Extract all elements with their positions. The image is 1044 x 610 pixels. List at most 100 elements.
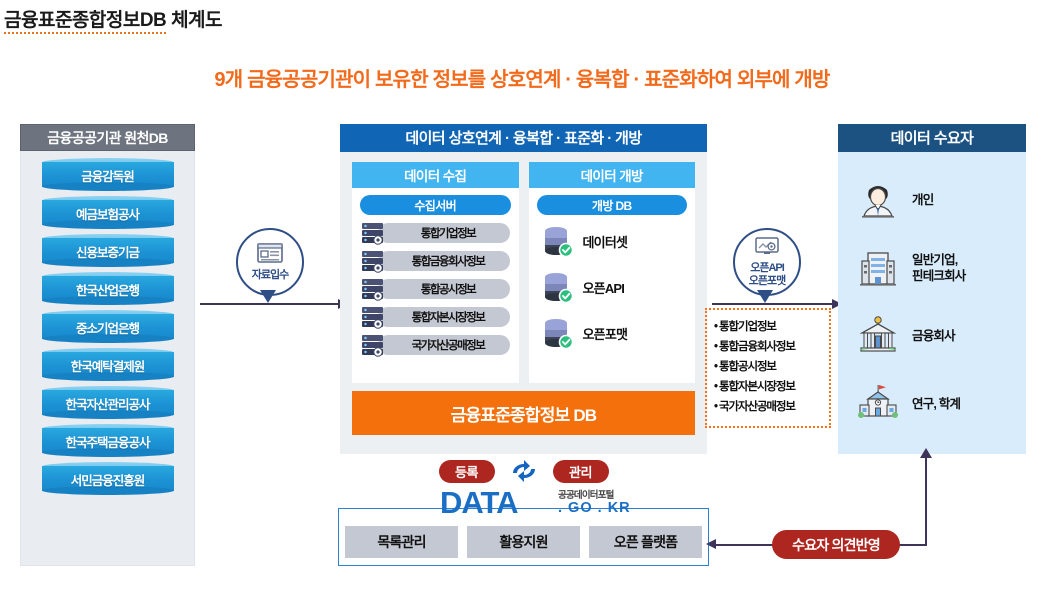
collect-item-label: 국가자산공매정보 — [411, 340, 486, 352]
db-cylinder: 한국자산관리공사 — [41, 386, 174, 419]
server-rack-icon — [360, 221, 386, 245]
db-cylinder: 금융감독원 — [41, 158, 174, 191]
open-item: 오픈포맷 — [537, 313, 688, 353]
arrow-center-to-consumers — [712, 299, 842, 309]
published-dataset-item: 통합공시정보 — [714, 357, 829, 377]
collect-item: 통합공시정보 — [360, 277, 511, 301]
collect-item-bar — [378, 307, 510, 327]
center-panel-body: 데이터 수집 수집서버 — [340, 152, 707, 454]
open-item-label: 오픈API — [582, 280, 625, 296]
feedback-badge: 수요자 의견반영 — [772, 530, 900, 559]
center-panel-header: 데이터 상호연계 · 융복합 · 표준화 · 개방 — [340, 124, 707, 152]
source-db-panel-header: 금융공공기관 원천DB — [20, 124, 195, 151]
arrow-source-to-center — [200, 299, 348, 309]
feedback-arrow-head-left — [706, 539, 716, 549]
db-cylinder: 예금보험공사 — [41, 196, 174, 229]
collect-column: 데이터 수집 수집서버 — [352, 162, 519, 383]
cylinder-bottom — [41, 410, 174, 419]
consumer-label: 일반기업, 핀테크회사 — [912, 252, 966, 284]
consumers-list: 개인 — [838, 152, 1026, 454]
cylinder-bottom — [41, 258, 174, 267]
consumer-label: 금융회사 — [912, 329, 956, 343]
arrow-line — [712, 303, 834, 305]
collect-item-bar — [378, 335, 510, 355]
cylinder-bottom — [41, 486, 174, 495]
open-column-header: 데이터 개방 — [528, 162, 695, 188]
feedback-arrow-vertical — [925, 456, 927, 546]
database-check-icon — [541, 270, 575, 304]
source-db-list: 금융감독원 예금보험공사 신용보증기금 한국산업은행 — [20, 151, 195, 566]
consumer-row: 연구, 학계 — [838, 370, 1026, 438]
collect-item: 통합금융회사정보 — [360, 249, 511, 273]
published-dataset-item: 국가자산공매정보 — [714, 397, 829, 417]
subtitle: 9개 금융공공기관이 보유한 정보를 상호연계 · 융복합 · 표준화하여 외부… — [214, 69, 830, 91]
datago-korean-label: 공공데이터포털 — [558, 490, 614, 501]
db-cylinder: 중소기업은행 — [41, 310, 174, 343]
collect-item: 통합자본시장정보 — [360, 305, 511, 329]
consumer-label-line2: 핀테크회사 — [912, 269, 966, 283]
open-item-label: 데이터셋 — [582, 234, 628, 250]
openapi-badge-line2: 오픈포맷 — [748, 275, 786, 287]
monitor-gear-icon — [755, 237, 779, 261]
cylinder-bottom — [41, 220, 174, 229]
consumer-row: 개인 — [838, 166, 1026, 234]
arrow-line — [200, 303, 340, 305]
page-title: 금융표준종합정보DB 체계도 — [4, 5, 223, 34]
manage-badge: 관리 — [552, 459, 609, 483]
database-check-icon — [541, 224, 575, 258]
center-panel: 데이터 상호연계 · 융복합 · 표준화 · 개방 데이터 수집 수집서버 — [340, 124, 707, 454]
open-column: 데이터 개방 개방 DB — [528, 162, 695, 383]
source-db-panel: 금융공공기관 원천DB 금융감독원 예금보험공사 신용보증기금 — [20, 124, 195, 567]
collect-column-header: 데이터 수집 — [352, 162, 519, 188]
cylinder-bottom — [41, 296, 174, 305]
collect-item-label: 통합자본시장정보 — [411, 312, 486, 324]
server-rack-icon — [360, 333, 386, 357]
register-manage-row: 등록 관리 — [340, 458, 707, 484]
server-rack-icon — [360, 249, 386, 273]
collect-server-pill: 수집서버 — [360, 195, 511, 215]
document-article-icon — [257, 243, 283, 268]
person-icon — [856, 178, 900, 222]
consumer-row: 일반기업, 핀테크회사 — [838, 234, 1026, 302]
collect-item-label: 통합금융회사정보 — [411, 256, 486, 268]
collect-item-bar — [378, 223, 510, 243]
openapi-badge: 오픈API 오픈포맷 — [733, 228, 801, 296]
database-check-icon — [541, 316, 575, 350]
db-cylinder: 한국예탁결제원 — [41, 348, 174, 381]
collect-item-label: 통합기업정보 — [420, 228, 477, 240]
collect-item-bar — [378, 251, 510, 271]
db-cylinder-label: 예금보험공사 — [75, 207, 140, 222]
cylinder-bottom — [41, 182, 174, 191]
server-rack-icon — [360, 305, 386, 329]
db-cylinder-label: 한국산업은행 — [75, 283, 140, 298]
standard-db-bar: 금융표준종합정보 DB — [352, 391, 695, 435]
refresh-cycle-icon — [509, 458, 539, 484]
bank-icon — [856, 314, 900, 358]
published-dataset-item: 통합금융회사정보 — [714, 337, 829, 357]
datago-portal-box — [338, 508, 709, 566]
datago-logo: DATA 공공데이터포털 . GO . KR — [440, 485, 660, 521]
cylinder-bottom — [41, 372, 174, 381]
db-cylinder-label: 한국자산관리공사 — [65, 397, 150, 412]
datago-button-usage-support[interactable]: 활용지원 — [467, 526, 580, 558]
page-title-underlined: 금융표준종합정보DB — [4, 10, 167, 34]
cylinder-bottom — [41, 334, 174, 343]
datago-button-list-management[interactable]: 목록관리 — [345, 526, 458, 558]
published-dataset-item: 통합기업정보 — [714, 317, 829, 337]
datago-buttons: 목록관리 활용지원 오픈 플랫폼 — [345, 526, 702, 558]
consumers-panel: 데이터 수요자 개인 — [838, 124, 1026, 454]
center-subcolumns: 데이터 수집 수집서버 — [352, 162, 695, 383]
cylinder-bottom — [41, 448, 174, 457]
datago-button-open-platform[interactable]: 오픈 플랫폼 — [589, 526, 702, 558]
db-cylinder-label: 한국주택금융공사 — [65, 435, 150, 450]
consumer-label-line1: 일반기업, — [912, 253, 958, 267]
openapi-badge-pointer — [757, 290, 773, 303]
collect-item: 국가자산공매정보 — [360, 333, 511, 357]
collect-item-label: 통합공시정보 — [420, 284, 477, 296]
consumer-label: 개인 — [912, 193, 934, 207]
datago-wordmark: DATA — [440, 485, 518, 520]
consumer-label: 연구, 학계 — [912, 397, 961, 411]
feedback-arrow-head-up — [920, 448, 932, 458]
office-building-icon — [856, 246, 900, 290]
db-cylinder: 서민금융진흥원 — [41, 462, 174, 495]
